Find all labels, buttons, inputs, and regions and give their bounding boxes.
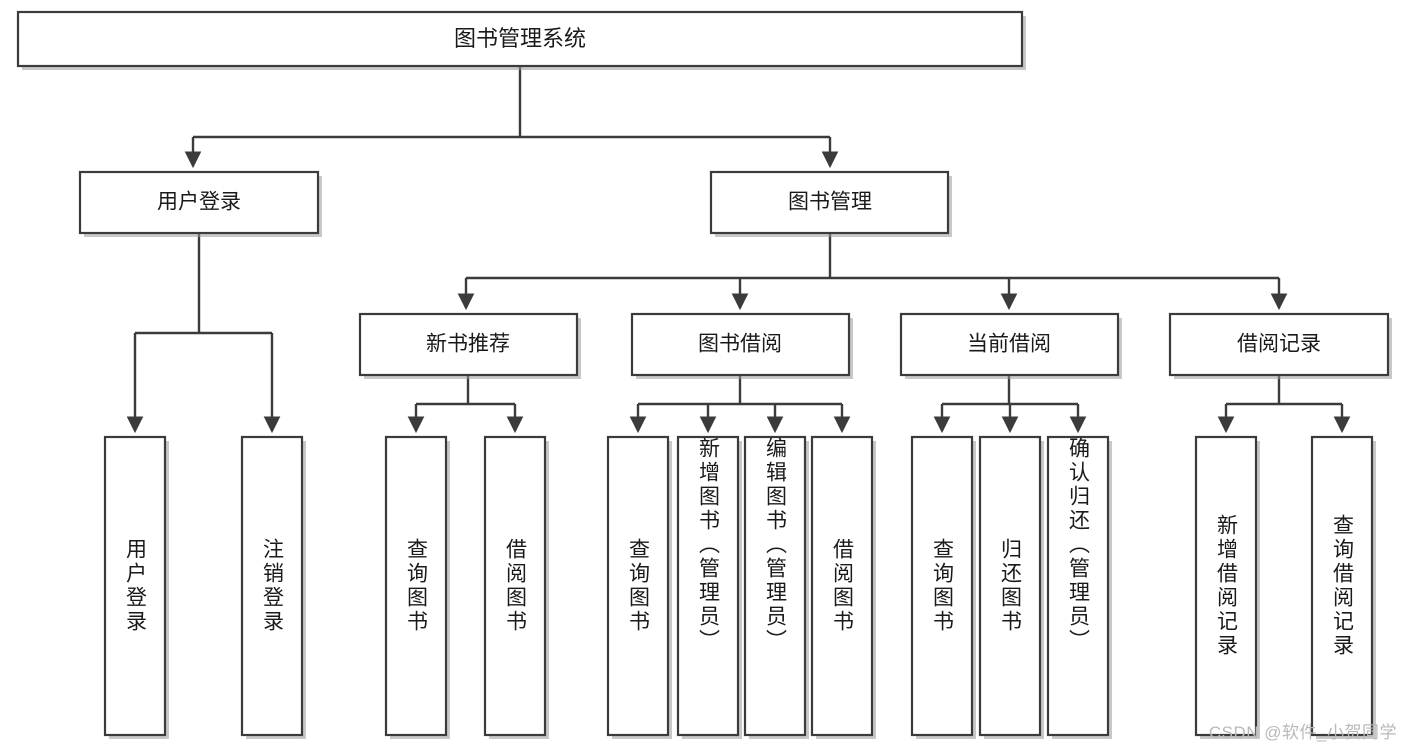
node-leaf-add-borrow-record[interactable] — [1194, 435, 1260, 739]
node-book-borrow[interactable]: 图书借阅 — [630, 312, 853, 379]
node-current-borrow[interactable]: 当前借阅 — [899, 312, 1122, 379]
node-book-management[interactable]: 图书管理 — [709, 170, 952, 237]
node-leaf-return-book[interactable] — [978, 435, 1044, 739]
node-leaf-user-login[interactable] — [103, 435, 169, 739]
node-book-management-label: 图书管理 — [788, 191, 872, 214]
node-leaf-confirm-return-admin[interactable] — [1046, 435, 1112, 739]
node-root[interactable]: 图书管理系统 — [16, 10, 1026, 70]
leaf-box-layer — [103, 435, 1376, 739]
node-leaf-edit-book-admin[interactable] — [743, 435, 809, 739]
node-leaf-logout[interactable] — [240, 435, 306, 739]
node-current-borrow-label: 当前借阅 — [967, 333, 1051, 356]
node-leaf-borrow-book-recommend[interactable] — [483, 435, 549, 739]
node-borrow-record-label: 借阅记录 — [1237, 333, 1321, 356]
node-borrow-record[interactable]: 借阅记录 — [1168, 312, 1392, 379]
connector-layer — [126, 66, 1351, 434]
node-new-book-recommend-label: 新书推荐 — [426, 333, 510, 356]
node-new-book-recommend[interactable]: 新书推荐 — [358, 312, 581, 379]
csdn-watermark: CSDN @软件_小贺同学 — [1208, 723, 1397, 742]
node-leaf-query-book-borrow[interactable] — [606, 435, 672, 739]
node-user-login-label: 用户登录 — [157, 191, 241, 214]
node-leaf-query-book-current[interactable] — [910, 435, 976, 739]
node-leaf-borrow-book[interactable] — [810, 435, 876, 739]
node-book-borrow-label: 图书借阅 — [698, 333, 782, 356]
node-layer: 图书管理系统 用户登录 图书管理 新书推荐 — [16, 10, 1392, 739]
node-leaf-add-book-admin[interactable] — [676, 435, 742, 739]
node-leaf-query-borrow-record[interactable] — [1310, 435, 1376, 739]
node-user-login[interactable]: 用户登录 — [78, 170, 322, 237]
node-leaf-query-book-recommend[interactable] — [384, 435, 450, 739]
node-root-label: 图书管理系统 — [454, 26, 586, 51]
